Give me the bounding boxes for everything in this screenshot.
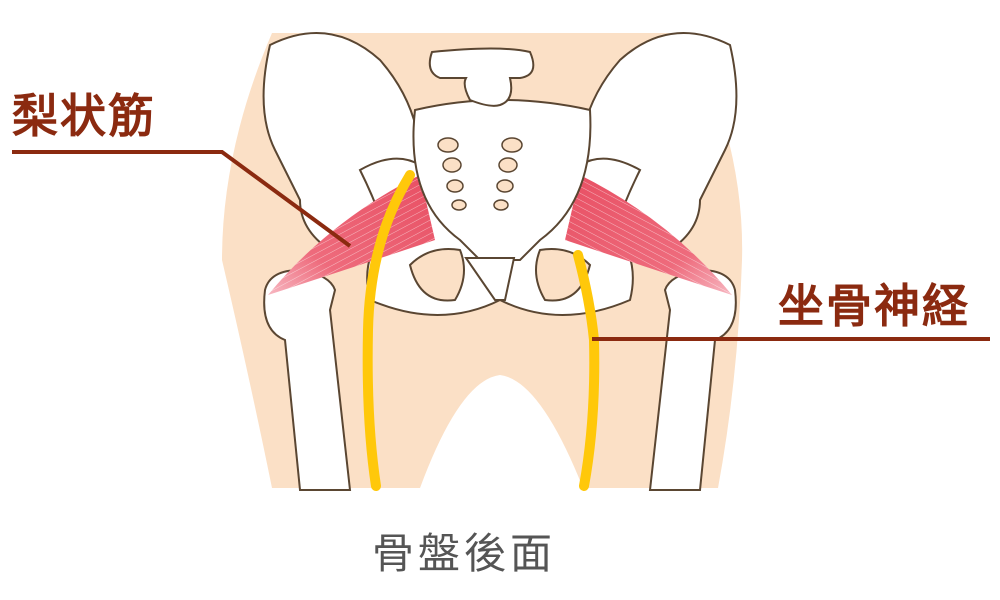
left-obturator — [408, 248, 465, 302]
lumbar-vertebra — [428, 47, 535, 107]
piriformis-label: 梨状筋 — [12, 89, 156, 143]
right-sciatic-nerve — [573, 250, 600, 491]
sciatic-nerve-label: 坐骨神経 — [778, 279, 970, 333]
coccyx — [464, 257, 516, 301]
diagram-caption: 骨盤後面 — [372, 529, 557, 578]
piriformis-leader-line — [12, 150, 352, 248]
left-femur — [263, 268, 352, 491]
left-sciatic-nerve — [362, 170, 415, 491]
sacral-foramina — [437, 137, 523, 211]
right-piriformis-fibers — [565, 175, 732, 295]
right-femur — [648, 268, 737, 491]
